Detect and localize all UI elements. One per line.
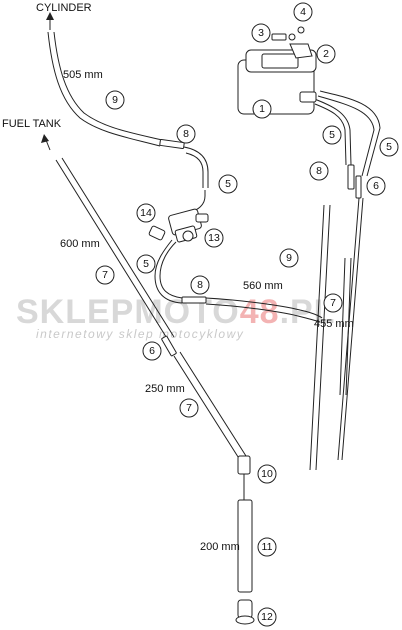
- t-fitting-10: [237, 455, 251, 500]
- svg-text:6: 6: [149, 345, 155, 357]
- svg-text:3: 3: [258, 27, 264, 39]
- svg-text:5: 5: [386, 141, 392, 153]
- callout-11: 11: [257, 537, 277, 557]
- callout-7-right: 7: [323, 293, 343, 313]
- callout-6-right: 6: [366, 176, 386, 196]
- hose-5-lower-left: [154, 239, 183, 304]
- filter-cap-12: [235, 599, 255, 625]
- fuel-tank-arrow: [41, 134, 51, 151]
- valve-assembly: [148, 208, 209, 243]
- callout-2: 2: [316, 44, 336, 64]
- callout-10: 10: [257, 464, 277, 484]
- svg-text:13: 13: [208, 232, 220, 244]
- callout-5-right-b: 5: [379, 137, 399, 157]
- callout-4: 4: [293, 2, 313, 22]
- cylinder-label: CYLINDER: [36, 2, 92, 14]
- fitting-8-right: [347, 164, 355, 190]
- callout-7-left: 7: [95, 265, 115, 285]
- callout-8-right: 8: [309, 161, 329, 181]
- hose-7-left: [55, 157, 175, 341]
- svg-text:9: 9: [112, 94, 118, 106]
- callout-13: 13: [204, 228, 224, 248]
- length-505: 505 mm: [63, 69, 103, 81]
- hose-right-down: [337, 197, 364, 461]
- hose-9-right: [309, 204, 331, 471]
- svg-text:11: 11: [262, 541, 273, 553]
- callout-5-right-a: 5: [322, 125, 342, 145]
- length-600: 600 mm: [60, 238, 100, 250]
- svg-text:8: 8: [183, 128, 189, 140]
- screw-part-3: [271, 33, 296, 41]
- charcoal-canister: [237, 49, 317, 115]
- length-560: 560 mm: [243, 280, 283, 292]
- length-250: 250 mm: [145, 383, 185, 395]
- callout-8-lower: 8: [190, 275, 210, 295]
- fitting-8-lower: [181, 296, 207, 304]
- callout-12: 12: [257, 607, 277, 627]
- fitting-8-upper: [159, 138, 185, 150]
- hose-to-valve: [189, 190, 206, 213]
- svg-text:12: 12: [261, 611, 273, 623]
- fitting-6-right: [355, 175, 362, 199]
- svg-text:6: 6: [373, 180, 379, 192]
- callout-7-lower: 7: [179, 398, 199, 418]
- svg-text:8: 8: [197, 279, 203, 291]
- length-455: 455 mm: [314, 318, 354, 330]
- svg-text:8: 8: [316, 165, 322, 177]
- hose-11: [237, 499, 253, 593]
- svg-text:5: 5: [143, 258, 149, 270]
- callouts: 1 2 3 4 9 8 5 14 13 5 8 5 5 8 6 9 7 7 6 …: [95, 2, 399, 627]
- cylinder-arrow: [46, 12, 54, 30]
- length-200: 200 mm: [200, 541, 240, 553]
- svg-text:9: 9: [286, 252, 292, 264]
- watermark: SKLEPMOTO48.PL internetowy sklep motocyk…: [16, 293, 335, 341]
- fitting-6-left: [161, 335, 177, 357]
- callout-3: 3: [251, 23, 271, 43]
- svg-text:14: 14: [140, 207, 152, 219]
- hose-9-upper: [47, 31, 163, 147]
- hose-5-right-b: [317, 90, 381, 177]
- svg-text:10: 10: [261, 468, 273, 480]
- nut-part-4: [297, 26, 305, 34]
- callout-9-upper: 9: [105, 90, 125, 110]
- callout-1: 1: [252, 99, 272, 119]
- svg-text:7: 7: [330, 297, 336, 309]
- callout-14: 14: [136, 203, 156, 223]
- svg-text:4: 4: [300, 6, 306, 18]
- svg-text:7: 7: [102, 269, 108, 281]
- svg-text:7: 7: [186, 402, 192, 414]
- callout-9-right: 9: [279, 248, 299, 268]
- callout-5-upper-left: 5: [218, 174, 238, 194]
- callout-5-lower-left: 5: [136, 254, 156, 274]
- svg-text:1: 1: [259, 103, 265, 115]
- callout-6-left: 6: [142, 341, 162, 361]
- callout-8-upper: 8: [176, 124, 196, 144]
- hose-5-right-a: [311, 97, 352, 166]
- watermark-subtitle: internetowy sklep motocyklowy: [36, 327, 244, 341]
- fuel-tank-label: FUEL TANK: [2, 118, 62, 130]
- hose-7-lower: [173, 351, 247, 461]
- svg-text:5: 5: [225, 178, 231, 190]
- svg-text:SKLEPMOTO48.PL: SKLEPMOTO48.PL: [16, 293, 335, 331]
- hose-5-upper-left: [183, 146, 209, 188]
- bracket-part-2: [289, 43, 313, 59]
- svg-text:5: 5: [329, 129, 335, 141]
- svg-text:2: 2: [323, 48, 329, 60]
